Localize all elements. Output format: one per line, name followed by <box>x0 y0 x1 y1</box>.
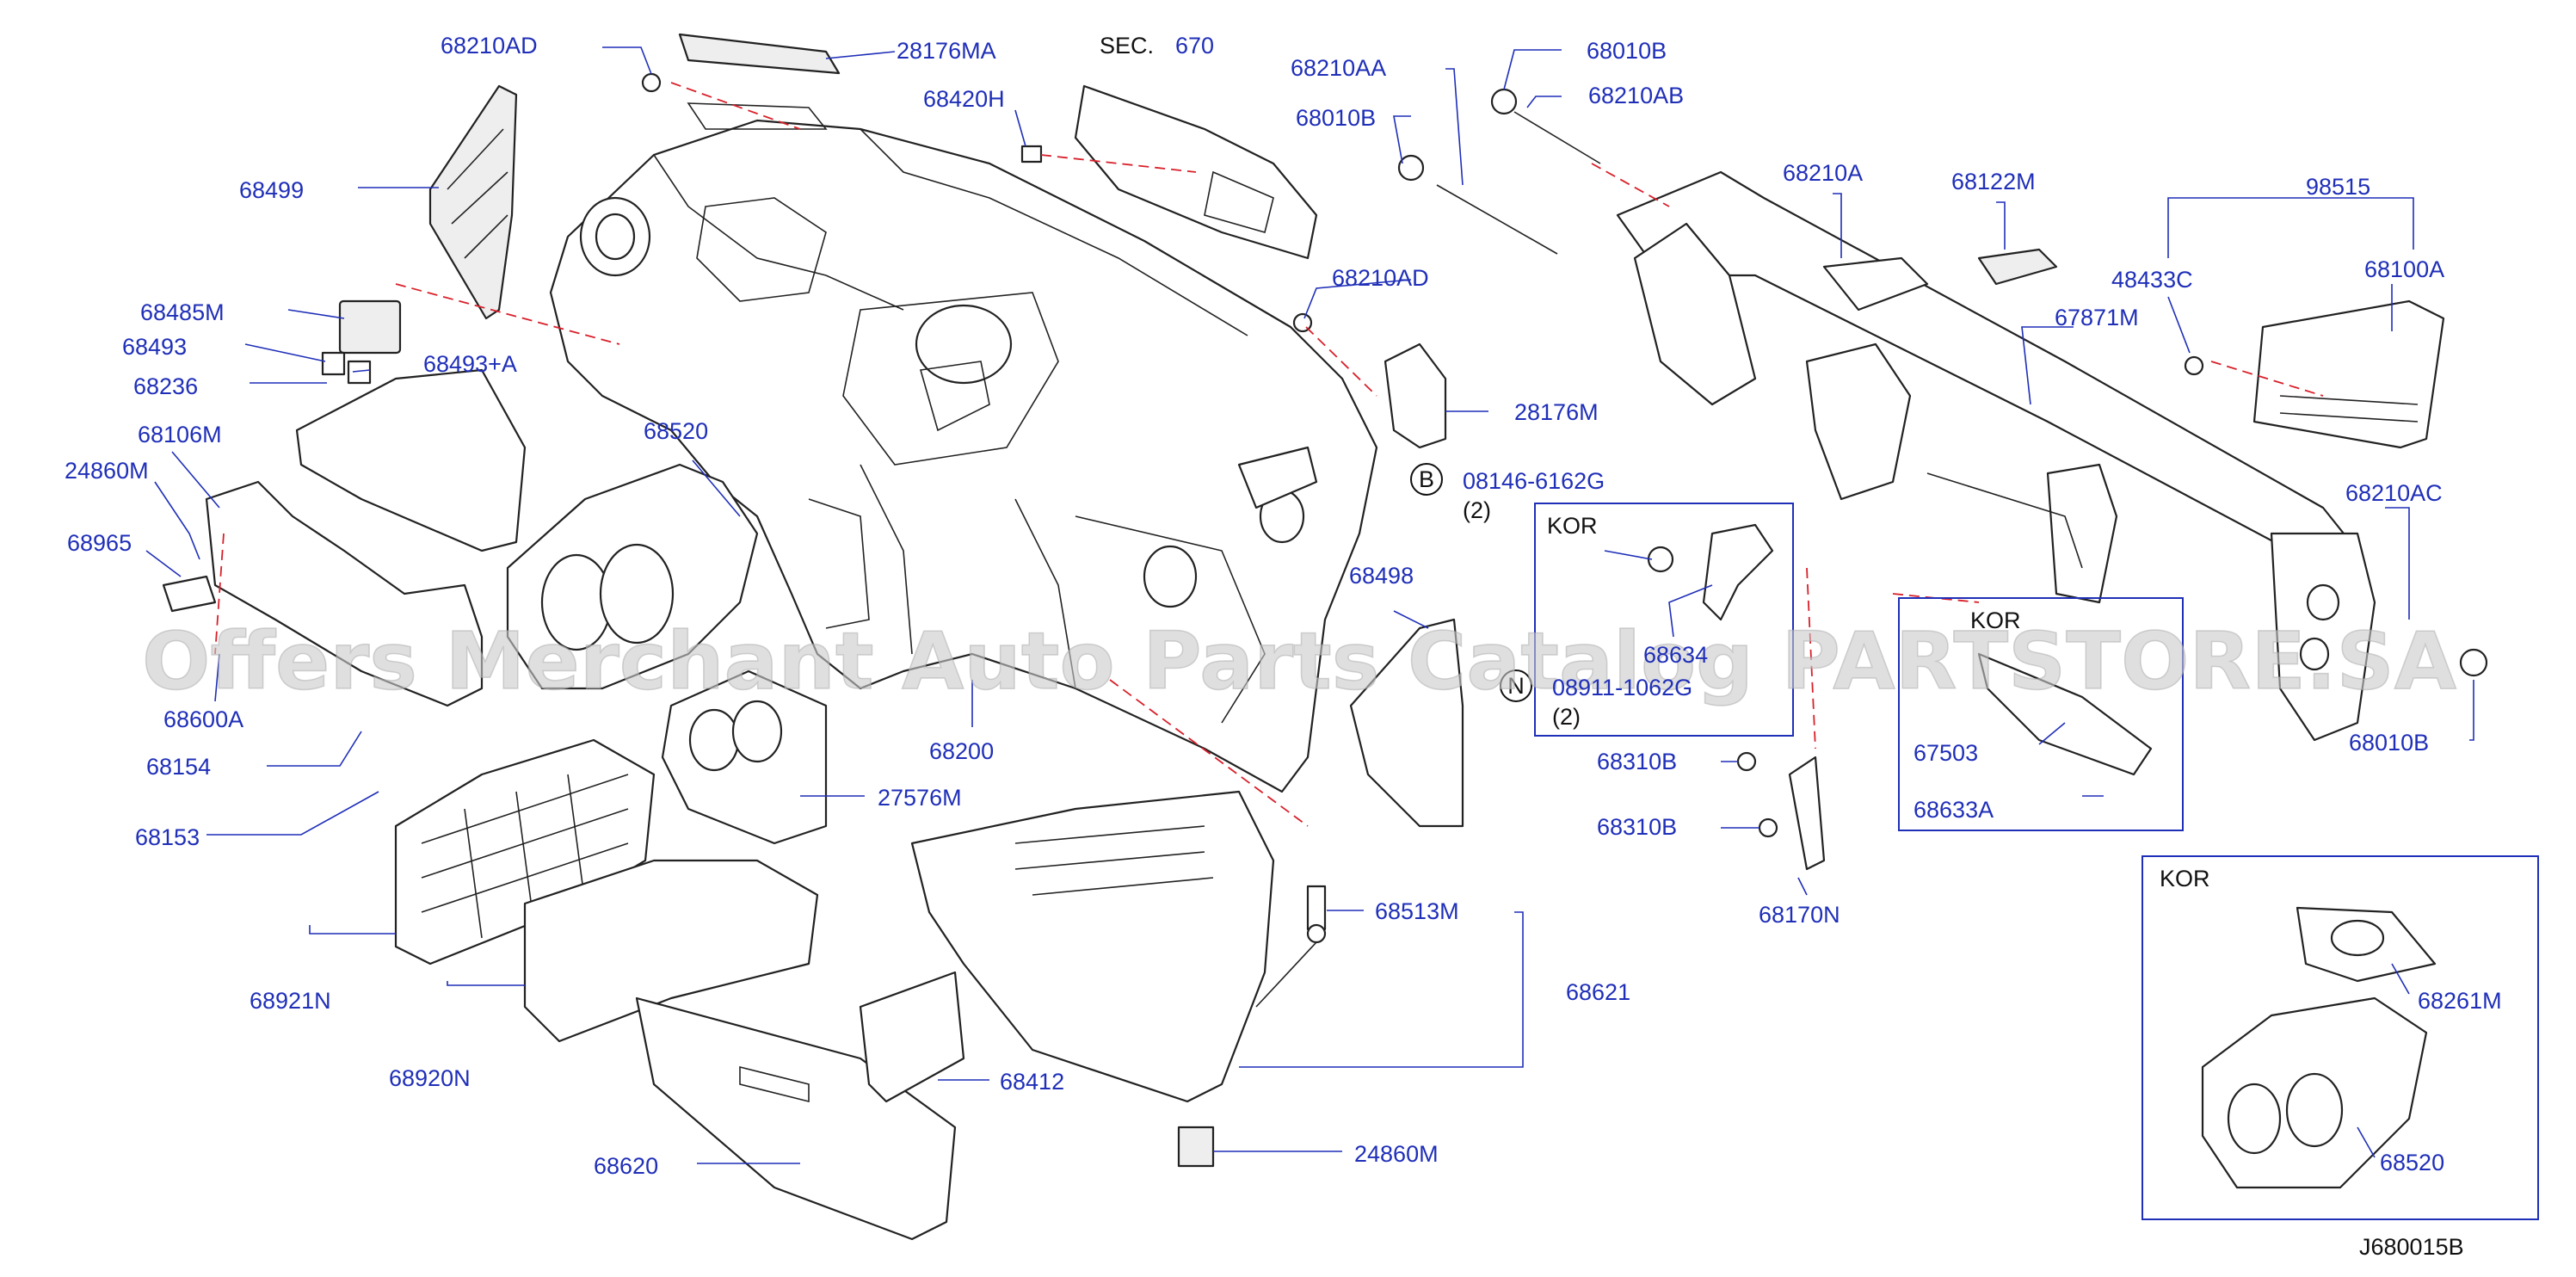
part-label-68210AB[interactable]: 68210AB <box>1588 83 1684 108</box>
kor-box-1 <box>1534 503 1794 737</box>
part-label-68010B[interactable]: 68010B <box>1587 38 1667 64</box>
part-label-68122M[interactable]: 68122M <box>1951 169 2036 194</box>
bolt-qty-1: (2) <box>1463 497 1491 523</box>
section-number-670[interactable]: 670 <box>1175 33 1214 59</box>
bracket-68122M <box>1977 248 2058 286</box>
region-label-kor-1: KOR <box>1547 513 1598 539</box>
bolt-68210AB <box>1513 111 1601 164</box>
part-label-68520[interactable]: 68520 <box>644 418 708 444</box>
part-label-68920N[interactable]: 68920N <box>389 1065 471 1091</box>
side-defroster-28176M <box>1384 342 1447 449</box>
part-label-48433C[interactable]: 48433C <box>2111 267 2193 293</box>
bolt-68210AA <box>1436 184 1558 255</box>
part-label-68200[interactable]: 68200 <box>929 738 994 764</box>
instrument-panel-68200 <box>549 119 1378 793</box>
part-label-68310B-2[interactable]: 68310B <box>1597 814 1677 840</box>
part-label-68170N[interactable]: 68170N <box>1759 902 1840 928</box>
part-label-68634[interactable]: 68634 <box>1643 642 1708 668</box>
switch-68485M <box>338 299 402 355</box>
part-label-68261M[interactable]: 68261M <box>2418 988 2502 1014</box>
part-label-68520-2[interactable]: 68520 <box>2380 1150 2444 1175</box>
part-label-68493-a[interactable]: 68493+A <box>423 351 517 377</box>
bolt-48433C <box>2184 355 2204 376</box>
bolt-symbol-n <box>1500 669 1532 702</box>
bracket-68170N <box>1788 756 1826 871</box>
part-label-68600A[interactable]: 68600A <box>163 706 243 732</box>
defroster-panel-28176MA <box>678 33 841 75</box>
part-label-68210AD-2[interactable]: 68210AD <box>1332 265 1429 291</box>
part-label-28176MA[interactable]: 28176MA <box>897 38 996 64</box>
nut-68010B-3 <box>2459 648 2488 677</box>
part-label-68498[interactable]: 68498 <box>1349 563 1414 589</box>
part-label-28176M[interactable]: 28176M <box>1514 399 1599 425</box>
part-label-24860M[interactable]: 24860M <box>65 458 149 484</box>
part-label-68154[interactable]: 68154 <box>146 754 211 780</box>
part-label-68153[interactable]: 68153 <box>135 824 200 850</box>
glove-box-68621 <box>910 790 1275 1103</box>
lower-panel-68920N <box>523 859 819 1043</box>
part-label-68412[interactable]: 68412 <box>1000 1069 1064 1095</box>
part-label-67503[interactable]: 67503 <box>1914 740 1978 766</box>
part-label-68621[interactable]: 68621 <box>1566 979 1630 1005</box>
part-label-68513M[interactable]: 68513M <box>1375 898 1459 924</box>
part-label-68010B-3[interactable]: 68010B <box>2349 730 2429 756</box>
module-68100A <box>2252 299 2445 449</box>
knob-68965 <box>162 575 217 613</box>
part-label-68236[interactable]: 68236 <box>133 373 198 399</box>
side-vent-68499 <box>428 84 518 320</box>
lower-cover-68236 <box>295 368 527 552</box>
part-label-68633A[interactable]: 68633A <box>1914 797 1994 823</box>
part-label-68310B[interactable]: 68310B <box>1597 749 1677 774</box>
part-label-68921N[interactable]: 68921N <box>250 988 331 1014</box>
part-label-68100A[interactable]: 68100A <box>2364 256 2444 282</box>
nut-68310B <box>1736 751 1757 772</box>
part-label-68106M[interactable]: 68106M <box>138 422 222 447</box>
part-label-68210A[interactable]: 68210A <box>1783 160 1863 186</box>
part-label-68210AA[interactable]: 68210AA <box>1291 55 1386 81</box>
part-label-68965[interactable]: 68965 <box>67 530 132 556</box>
part-label-68010B-2[interactable]: 68010B <box>1296 105 1376 131</box>
part-label-68210AC[interactable]: 68210AC <box>2345 480 2443 506</box>
clip-68420H <box>1020 145 1043 163</box>
nut-68310B-2 <box>1758 817 1778 838</box>
bolt-code-08911-1062G[interactable]: 08911-1062G <box>1552 675 1692 700</box>
part-label-68499[interactable]: 68499 <box>239 177 304 203</box>
steering-member-67871M <box>1616 170 2376 742</box>
kor-box-2 <box>1898 597 2184 831</box>
part-label-68485M[interactable]: 68485M <box>140 299 225 325</box>
bolt-symbol-b-letter: B <box>1419 466 1434 492</box>
bolt-symbol-n-letter: N <box>1507 673 1525 699</box>
bolt-code-08146-6162G[interactable]: 08146-6162G <box>1463 468 1605 494</box>
part-label-68493[interactable]: 68493 <box>122 334 187 360</box>
nut-68010B <box>1397 154 1425 182</box>
damper-68513M <box>1306 885 1327 931</box>
clip-68493-a <box>347 360 372 385</box>
lower-finisher-68106M <box>205 480 484 707</box>
bolt-symbol-b <box>1410 463 1443 496</box>
region-label-kor-2: KOR <box>1970 608 2021 633</box>
part-label-68210AD[interactable]: 68210AD <box>441 33 538 59</box>
drawing-id: J680015B <box>2359 1234 2464 1260</box>
switch-24860M <box>1177 1126 1215 1168</box>
part-label-67871M[interactable]: 67871M <box>2055 305 2139 330</box>
bracket-68210A <box>1822 256 1929 312</box>
part-label-68420H[interactable]: 68420H <box>923 86 1005 112</box>
bolt-qty-2: (2) <box>1552 704 1581 730</box>
nut-68010B-2 <box>1490 88 1518 115</box>
region-label-kor-3: KOR <box>2160 866 2210 891</box>
watermark: Offers Merchant Auto Parts Catalog PARTS… <box>142 615 2456 707</box>
section-label: SEC. <box>1100 33 1154 59</box>
clip-68493 <box>321 351 346 376</box>
part-label-24860M-2[interactable]: 24860M <box>1354 1141 1439 1167</box>
lid-frame-68412 <box>859 971 965 1103</box>
part-label-68620[interactable]: 68620 <box>594 1153 658 1179</box>
part-label-98515[interactable]: 98515 <box>2306 174 2370 200</box>
part-label-27576M[interactable]: 27576M <box>878 785 962 811</box>
kor-box-3 <box>2142 855 2539 1220</box>
bolt-68210AD-2 <box>641 72 662 93</box>
